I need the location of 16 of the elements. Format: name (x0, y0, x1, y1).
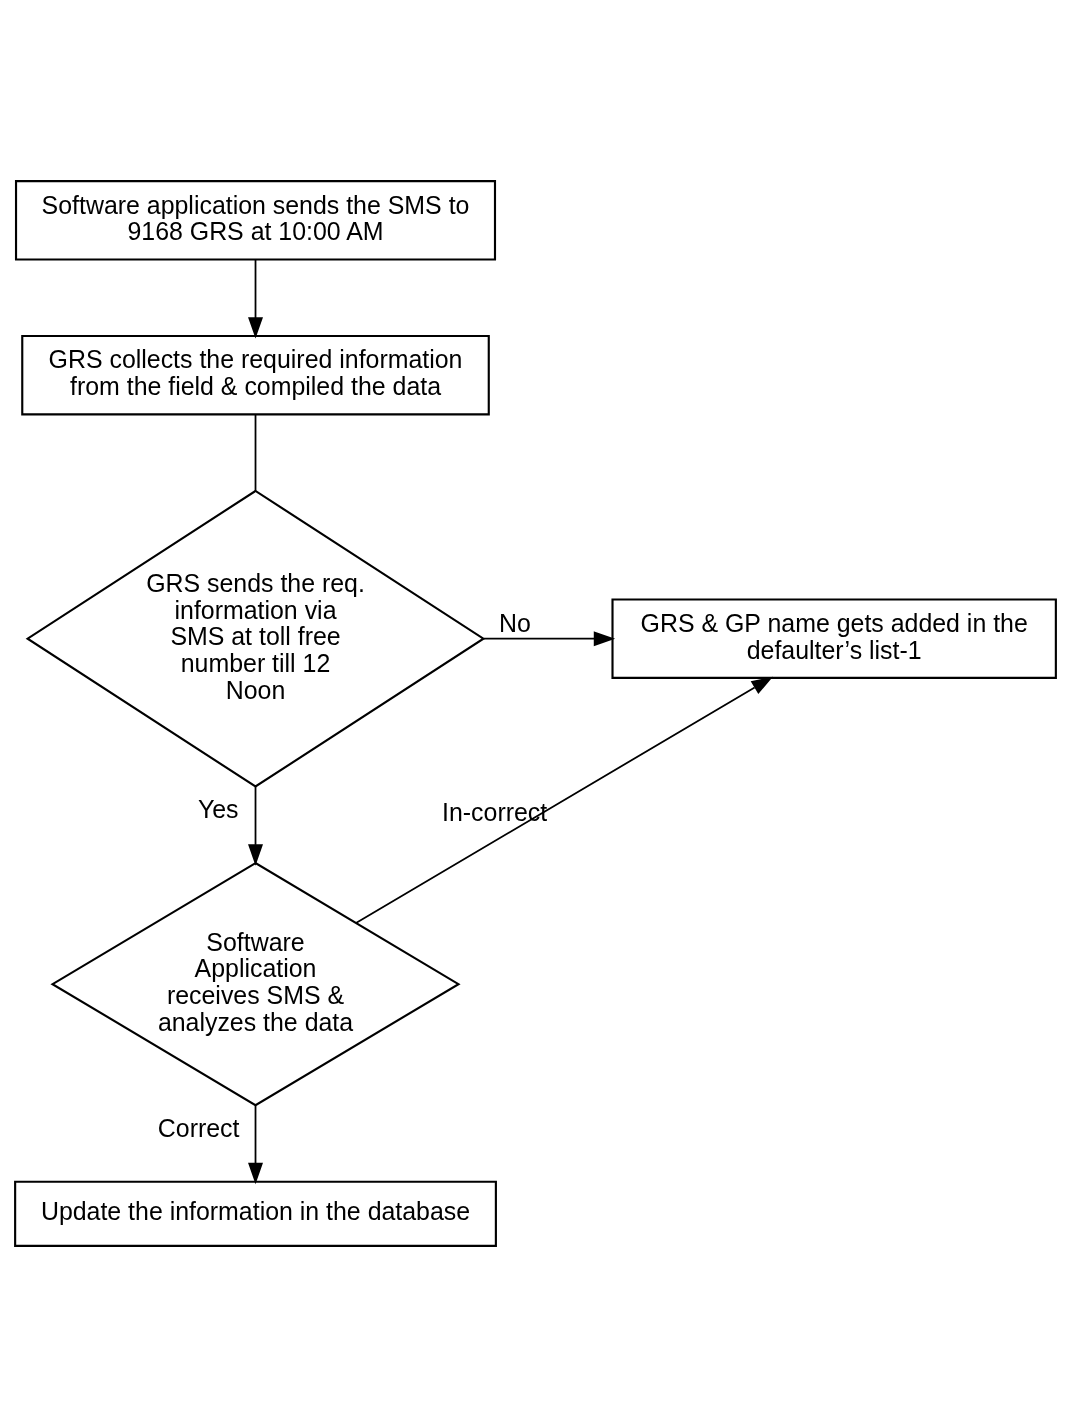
node-box: GRS & GP name gets added in the defaulter’s list-1 (611, 598, 1057, 679)
node-diamond: GRS sends the req. information via SMS at toll free number till 12 Noon (25, 489, 486, 788)
node-box: Update the information in the database (14, 1180, 497, 1247)
arrow (248, 258, 263, 339)
node-box: Software application sends the SMS to 9168 GRS at 10:00 AM (14, 180, 497, 261)
arrow (355, 676, 773, 924)
node-diamond: Software Application receives SMS & analyzes the data (50, 861, 461, 1107)
edge-label: Yes (197, 795, 239, 824)
connector (254, 413, 257, 492)
arrow (248, 1104, 263, 1185)
edge-label: In-correct (442, 797, 548, 826)
edge-label: Correct (157, 1114, 240, 1143)
arrow (482, 631, 616, 647)
node-box: GRS collects the required information from the field & compiled the data (21, 334, 490, 416)
edge-label: No (498, 608, 531, 637)
arrow (248, 786, 263, 866)
